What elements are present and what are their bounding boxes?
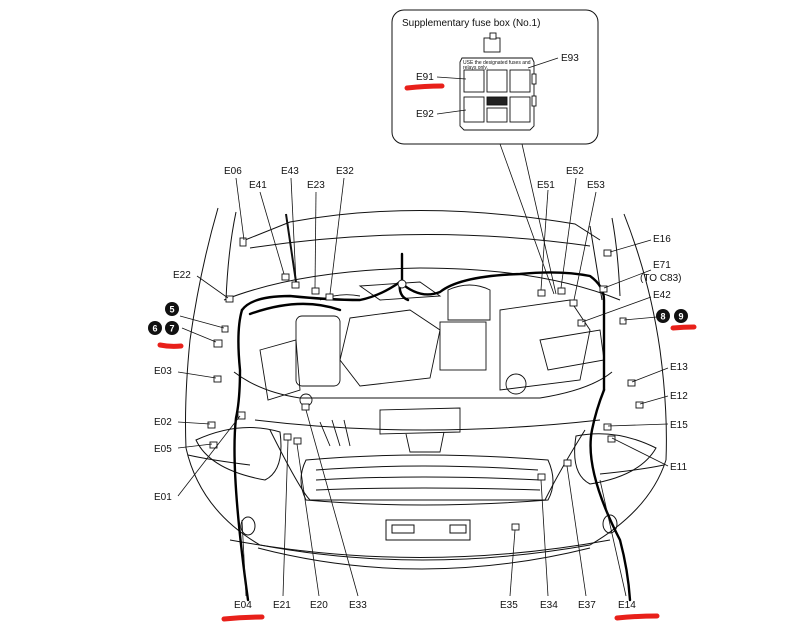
label-e35: E35 — [500, 600, 518, 611]
connector-e21 — [283, 433, 292, 441]
label-e91: E91 — [416, 72, 434, 83]
leader-e92 — [436, 109, 467, 115]
label-e33: E33 — [349, 600, 367, 611]
connector-e05 — [209, 441, 218, 449]
label-e34: E34 — [540, 600, 558, 611]
highlight-e14 — [614, 613, 660, 621]
connector-e71 — [599, 285, 608, 293]
connector-e51 — [537, 289, 546, 297]
label-e15: E15 — [670, 420, 688, 431]
label-e12: E12 — [670, 391, 688, 402]
connector-e20 — [293, 437, 302, 445]
leader-lines — [177, 177, 669, 597]
badge-7-circle — [165, 321, 179, 335]
label-e21: E21 — [273, 600, 291, 611]
label-e53: E53 — [587, 180, 605, 191]
label-e04: E04 — [234, 600, 252, 611]
badge-7: 7 — [169, 324, 174, 334]
badge-8: 8 — [660, 312, 665, 322]
highlight-e04 — [221, 614, 265, 622]
label-e02: E02 — [154, 417, 172, 428]
label-e14: E14 — [618, 600, 636, 611]
label-e06: E06 — [224, 166, 242, 177]
label-e13: E13 — [670, 362, 688, 373]
label-e03: E03 — [154, 366, 172, 377]
label-e05: E05 — [154, 444, 172, 455]
label-e43: E43 — [281, 166, 299, 177]
inset-title: Supplementary fuse box (No.1) — [402, 18, 540, 29]
connector-e03 — [213, 375, 222, 383]
numbered-badges: 5 6 7 8 9 — [148, 302, 688, 335]
connector-labels: E06 E41 E43 E23 E32 E51 E52 E53 E16 E71 … — [154, 166, 688, 611]
connector-e32 — [325, 293, 334, 301]
label-e42: E42 — [653, 290, 671, 301]
connector-center-ground — [397, 279, 407, 289]
label-e01: E01 — [154, 492, 172, 503]
label-e22: E22 — [173, 270, 191, 281]
connector-badge67 — [213, 339, 223, 348]
wiring-harness — [233, 252, 632, 602]
badge-8-circle — [656, 309, 670, 323]
badge-5-circle — [165, 302, 179, 316]
highlight-badges-67 — [157, 342, 184, 349]
label-e93: E93 — [561, 53, 579, 64]
label-e23: E23 — [307, 180, 325, 191]
label-e37: E37 — [578, 600, 596, 611]
badge-9-circle — [674, 309, 688, 323]
connector-e06 — [239, 237, 247, 247]
label-e52: E52 — [566, 166, 584, 177]
harness-left-run — [233, 308, 250, 602]
badge-6: 6 — [152, 324, 157, 334]
connector-badge89 — [619, 317, 627, 325]
inset-note-line2: relays only. — [463, 65, 488, 71]
highlight-e91 — [404, 83, 445, 91]
label-e20: E20 — [310, 600, 328, 611]
label-e11: E11 — [670, 462, 687, 473]
connector-e12 — [635, 401, 644, 409]
label-e71: E71 — [653, 260, 671, 271]
inset-note-line1: USE the designated fuses and — [463, 60, 531, 66]
connector-e02 — [207, 421, 216, 429]
badge-6-circle — [148, 321, 162, 335]
harness-right-run — [589, 388, 632, 602]
connector-e16 — [603, 249, 612, 257]
harness-left-branch — [248, 302, 342, 316]
label-e32: E32 — [336, 166, 354, 177]
highlight-marks — [157, 83, 697, 622]
connector-e41 — [281, 273, 290, 281]
connector-e35 — [511, 523, 520, 531]
engine-assembly — [259, 281, 605, 453]
harness-main-loop — [240, 271, 606, 392]
connector-e11 — [607, 435, 616, 443]
connectors — [207, 237, 644, 531]
label-e41: E41 — [249, 180, 267, 191]
highlight-badges-89 — [670, 324, 697, 331]
connector-e43 — [291, 281, 300, 289]
leader-e93 — [527, 57, 559, 69]
label-e92: E92 — [416, 109, 434, 120]
connector-e52 — [557, 287, 566, 295]
connector-e34 — [537, 473, 546, 481]
fuse-box-inset: Supplementary fuse box (No.1) USE the de… — [391, 9, 599, 295]
connector-e42 — [577, 319, 586, 327]
label-e71-sub: (TO C83) — [640, 273, 682, 284]
connector-e15 — [603, 423, 612, 431]
car-body — [185, 207, 667, 570]
label-e51: E51 — [537, 180, 555, 191]
connector-e13 — [627, 379, 636, 387]
badge-9: 9 — [678, 312, 683, 322]
fuse-box-drawing — [459, 32, 537, 131]
connector-e37 — [563, 459, 572, 467]
label-e16: E16 — [653, 234, 671, 245]
connector-badge5 — [221, 325, 229, 333]
connector-e33 — [301, 403, 310, 411]
leader-e91 — [436, 76, 467, 80]
connector-e22 — [225, 295, 234, 303]
connector-e01 — [237, 411, 246, 420]
badge-5: 5 — [169, 305, 174, 315]
connector-e53 — [569, 299, 578, 307]
connector-e23 — [311, 287, 320, 295]
